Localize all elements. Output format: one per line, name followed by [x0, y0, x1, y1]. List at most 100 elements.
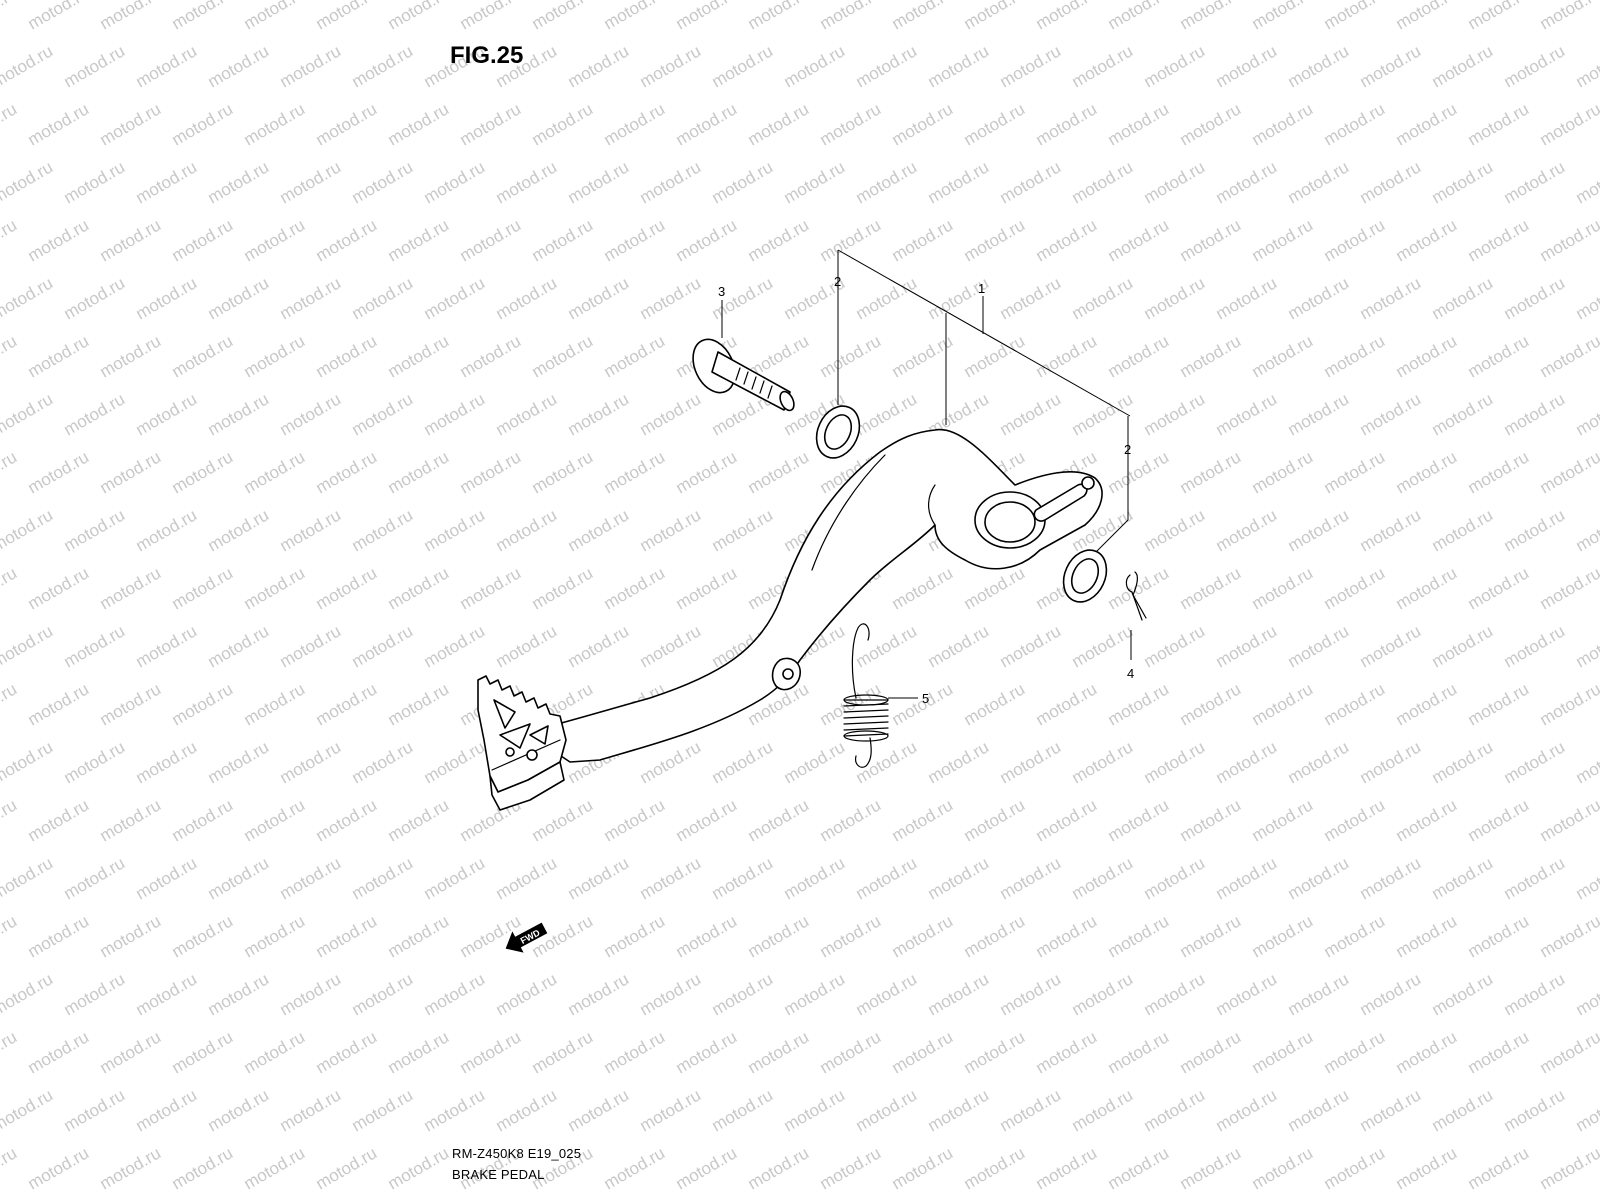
watermark-text: motod.ru: [1249, 679, 1317, 729]
watermark-text: motod.ru: [709, 505, 777, 555]
watermark-text: motod.ru: [1069, 853, 1137, 903]
watermark-text: motod.ru: [781, 157, 849, 207]
watermark-text: motod.ru: [0, 621, 56, 671]
watermark-text: motod.ru: [241, 563, 309, 613]
watermark-text: motod.ru: [637, 505, 705, 555]
watermark-text: motod.ru: [673, 1027, 741, 1077]
watermark-text: motod.ru: [493, 1085, 561, 1135]
watermark-text: motod.ru: [1537, 1027, 1600, 1077]
watermark-text: motod.ru: [1537, 679, 1600, 729]
watermark-text: motod.ru: [205, 737, 273, 787]
watermark-text: motod.ru: [1321, 563, 1389, 613]
watermark-text: motod.ru: [493, 273, 561, 323]
watermark-text: motod.ru: [565, 273, 633, 323]
watermark-text: motod.ru: [349, 1085, 417, 1135]
watermark-text: motod.ru: [205, 1085, 273, 1135]
watermark-text: motod.ru: [889, 911, 957, 961]
watermark-text: motod.ru: [1213, 1085, 1281, 1135]
watermark-text: motod.ru: [349, 621, 417, 671]
watermark-text: motod.ru: [1357, 621, 1425, 671]
watermark-text: motod.ru: [0, 911, 20, 961]
watermark-text: motod.ru: [637, 41, 705, 91]
callout-2-upper: 2: [834, 274, 841, 289]
callout-5: 5: [922, 691, 929, 706]
watermark-text: motod.ru: [313, 1027, 381, 1077]
watermark-text: motod.ru: [0, 1027, 20, 1077]
watermark-text: motod.ru: [1033, 99, 1101, 149]
watermark-text: motod.ru: [313, 0, 381, 33]
watermark-text: motod.ru: [493, 505, 561, 555]
watermark-text: motod.ru: [1177, 215, 1245, 265]
watermark-text: motod.ru: [1501, 621, 1569, 671]
watermark-text: motod.ru: [1177, 795, 1245, 845]
watermark-text: motod.ru: [1537, 1143, 1600, 1193]
watermark-text: motod.ru: [1573, 1085, 1600, 1135]
watermark-text: motod.ru: [1393, 331, 1461, 381]
watermark-text: motod.ru: [0, 853, 56, 903]
watermark-text: motod.ru: [565, 157, 633, 207]
watermark-text: motod.ru: [817, 1027, 885, 1077]
watermark-text: motod.ru: [1069, 41, 1137, 91]
watermark-text: motod.ru: [97, 99, 165, 149]
watermark-text: motod.ru: [817, 331, 885, 381]
watermark-text: motod.ru: [1393, 911, 1461, 961]
watermark-text: motod.ru: [313, 331, 381, 381]
watermark-text: motod.ru: [493, 157, 561, 207]
watermark-text: motod.ru: [457, 563, 525, 613]
watermark-text: motod.ru: [1105, 1143, 1173, 1193]
watermark-text: motod.ru: [565, 621, 633, 671]
watermark-text: motod.ru: [1213, 737, 1281, 787]
watermark-text: motod.ru: [1033, 911, 1101, 961]
watermark-text: motod.ru: [1465, 1027, 1533, 1077]
watermark-text: motod.ru: [493, 389, 561, 439]
watermark-text: motod.ru: [277, 157, 345, 207]
watermark-text: motod.ru: [781, 41, 849, 91]
watermark-text: motod.ru: [25, 99, 93, 149]
watermark-text: motod.ru: [565, 853, 633, 903]
watermark-text: motod.ru: [1249, 331, 1317, 381]
watermark-text: motod.ru: [565, 969, 633, 1019]
watermark-text: motod.ru: [1393, 215, 1461, 265]
watermark-text: motod.ru: [817, 0, 885, 33]
watermark-text: motod.ru: [637, 969, 705, 1019]
watermark-text: motod.ru: [1285, 505, 1353, 555]
watermark-text: motod.ru: [1357, 41, 1425, 91]
watermark-text: motod.ru: [1465, 447, 1533, 497]
watermark-text: motod.ru: [853, 969, 921, 1019]
watermark-text: motod.ru: [421, 621, 489, 671]
watermark-text: motod.ru: [1033, 1027, 1101, 1077]
watermark-text: motod.ru: [1321, 795, 1389, 845]
watermark-text: motod.ru: [709, 853, 777, 903]
watermark-text: motod.ru: [1393, 563, 1461, 613]
watermark-text: motod.ru: [277, 41, 345, 91]
watermark-text: motod.ru: [1537, 447, 1600, 497]
watermark-text: motod.ru: [853, 1085, 921, 1135]
watermark-text: motod.ru: [1177, 0, 1245, 33]
watermark-text: motod.ru: [817, 911, 885, 961]
watermark-text: motod.ru: [1393, 1027, 1461, 1077]
watermark-text: motod.ru: [1033, 215, 1101, 265]
watermark-text: motod.ru: [1249, 1027, 1317, 1077]
watermark-text: motod.ru: [1069, 1085, 1137, 1135]
watermark-text: motod.ru: [1033, 331, 1101, 381]
watermark-text: motod.ru: [349, 505, 417, 555]
watermark-text: motod.ru: [61, 621, 129, 671]
watermark-text: motod.ru: [25, 911, 93, 961]
watermark-text: motod.ru: [1357, 1085, 1425, 1135]
watermark-text: motod.ru: [817, 215, 885, 265]
watermark-text: motod.ru: [1213, 621, 1281, 671]
watermark-text: motod.ru: [1249, 563, 1317, 613]
watermark-text: motod.ru: [1321, 0, 1389, 33]
watermark-text: motod.ru: [1357, 389, 1425, 439]
watermark-text: motod.ru: [1501, 273, 1569, 323]
watermark-text: motod.ru: [889, 563, 957, 613]
watermark-text: motod.ru: [961, 215, 1029, 265]
watermark-text: motod.ru: [853, 737, 921, 787]
watermark-text: motod.ru: [997, 853, 1065, 903]
watermark-text: motod.ru: [0, 795, 20, 845]
watermark-text: motod.ru: [601, 99, 669, 149]
watermark-text: motod.ru: [745, 0, 813, 33]
watermark-text: motod.ru: [385, 1027, 453, 1077]
watermark-text: motod.ru: [709, 1085, 777, 1135]
watermark-text: motod.ru: [133, 157, 201, 207]
